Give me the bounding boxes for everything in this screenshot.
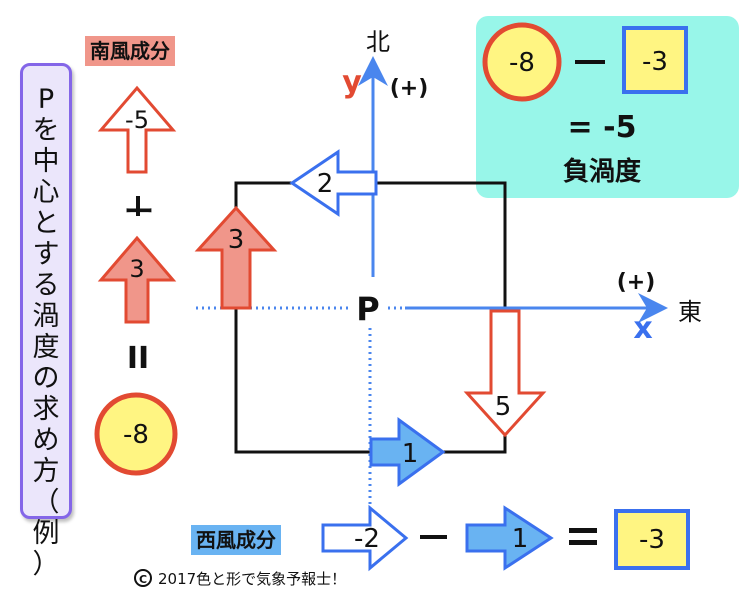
arrow-top-west bbox=[289, 149, 378, 217]
formula-result: = -5 bbox=[568, 110, 637, 145]
title-char: 方 bbox=[32, 456, 60, 487]
arrow-left-north bbox=[194, 205, 278, 310]
south-equals: II bbox=[127, 341, 149, 376]
south-term2: 3 bbox=[129, 255, 144, 283]
south-term1: -5 bbox=[125, 106, 149, 134]
title-char: る bbox=[32, 270, 60, 301]
west-equals-top bbox=[569, 528, 597, 533]
title-char: 例 bbox=[32, 518, 60, 549]
copyright-icon bbox=[134, 569, 152, 587]
west-term1: -2 bbox=[354, 524, 380, 554]
formula-a-circle bbox=[482, 22, 562, 102]
title-char: 中 bbox=[32, 146, 60, 177]
x-plus-label: (+) bbox=[617, 270, 656, 295]
x-label: x bbox=[633, 311, 652, 346]
west-arrow-1 bbox=[465, 505, 554, 571]
y-plus-label: (+) bbox=[390, 76, 429, 101]
west-wind-label: 西風成分 bbox=[191, 525, 281, 555]
title-char: 求 bbox=[32, 394, 60, 425]
south-wind-label: 南風成分 bbox=[85, 36, 175, 66]
formula-b: -3 bbox=[642, 47, 668, 77]
copyright-text: 2017色と形で気象予報士！ bbox=[158, 570, 346, 588]
south-minus-bar bbox=[136, 196, 140, 216]
arrow-bottom-east bbox=[369, 417, 446, 487]
arrow-bottom-value: 1 bbox=[402, 439, 419, 469]
title-char: め bbox=[32, 425, 60, 456]
formula-a: -8 bbox=[509, 48, 535, 78]
south-result: -8 bbox=[123, 420, 149, 450]
south-arrow-3 bbox=[97, 235, 177, 324]
formula-minus-bar bbox=[575, 60, 605, 64]
west-result-box bbox=[614, 509, 690, 570]
arrow-right-value: 5 bbox=[495, 392, 512, 422]
west-result: -3 bbox=[639, 525, 665, 555]
formula-conclusion: 負渦度 bbox=[563, 156, 641, 187]
west-equals-bottom bbox=[569, 540, 597, 545]
west-arrow-minus2 bbox=[321, 504, 409, 572]
arrow-left-value: 3 bbox=[228, 225, 245, 255]
east-label: 東 bbox=[678, 298, 702, 326]
west-minus-bar bbox=[420, 535, 447, 539]
west-term2: 1 bbox=[512, 524, 529, 554]
south-result-circle bbox=[94, 392, 178, 476]
title-char: P bbox=[37, 84, 55, 115]
title-char: （ bbox=[32, 487, 60, 518]
title-char: と bbox=[32, 208, 60, 239]
y-label: y bbox=[342, 65, 362, 100]
arrow-right-south bbox=[463, 309, 547, 438]
title-char: 渦 bbox=[32, 301, 60, 332]
title-char: 度 bbox=[32, 332, 60, 363]
title-char: の bbox=[32, 363, 60, 394]
formula-b-box bbox=[622, 26, 688, 94]
title-char: を bbox=[32, 115, 60, 146]
north-label: 北 bbox=[366, 28, 390, 56]
south-arrow-minus5 bbox=[97, 85, 177, 174]
center-p-label: P bbox=[356, 290, 379, 328]
copyright-symbol: C bbox=[139, 573, 147, 586]
title-char: 心 bbox=[32, 177, 60, 208]
arrow-top-value: 2 bbox=[317, 169, 334, 199]
title-char: す bbox=[32, 239, 60, 270]
title-char: ） bbox=[32, 549, 60, 580]
